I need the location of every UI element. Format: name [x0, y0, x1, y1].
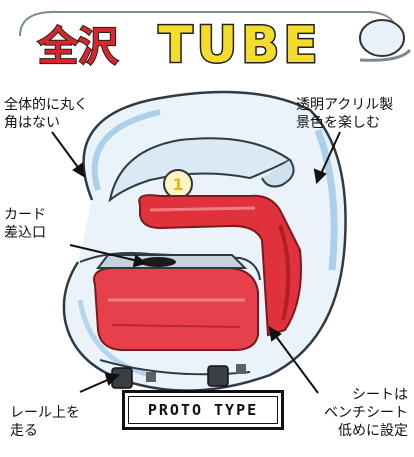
label-bench-seat: シートは ベンチシート 低めに設定	[324, 387, 408, 439]
seat-back	[138, 194, 302, 337]
logo-main: TUBE	[159, 16, 322, 74]
prototype-stamp: PROTO TYPE	[122, 390, 284, 430]
rail-wheel-right	[207, 365, 229, 387]
seat-cushion	[93, 267, 259, 351]
seat-number: 1	[172, 175, 183, 194]
logo-prefix: 全沢	[37, 24, 119, 70]
card-slot	[140, 257, 176, 267]
leader-lines	[51, 131, 341, 394]
capsule-illustration: 1	[62, 90, 347, 392]
label-rail: レール上を 走る	[10, 405, 80, 439]
logo: 全沢 TUBE	[19, 10, 412, 76]
label-round-no-corners: 全体的に丸く 角はない	[4, 97, 88, 131]
logo-bubble-icon	[359, 19, 405, 57]
label-card-slot: カード 差込口	[4, 207, 46, 241]
label-transparent-acrylic: 透明アクリル製 景色を楽しむ	[296, 97, 394, 131]
prototype-stamp-text: PROTO TYPE	[128, 396, 278, 424]
